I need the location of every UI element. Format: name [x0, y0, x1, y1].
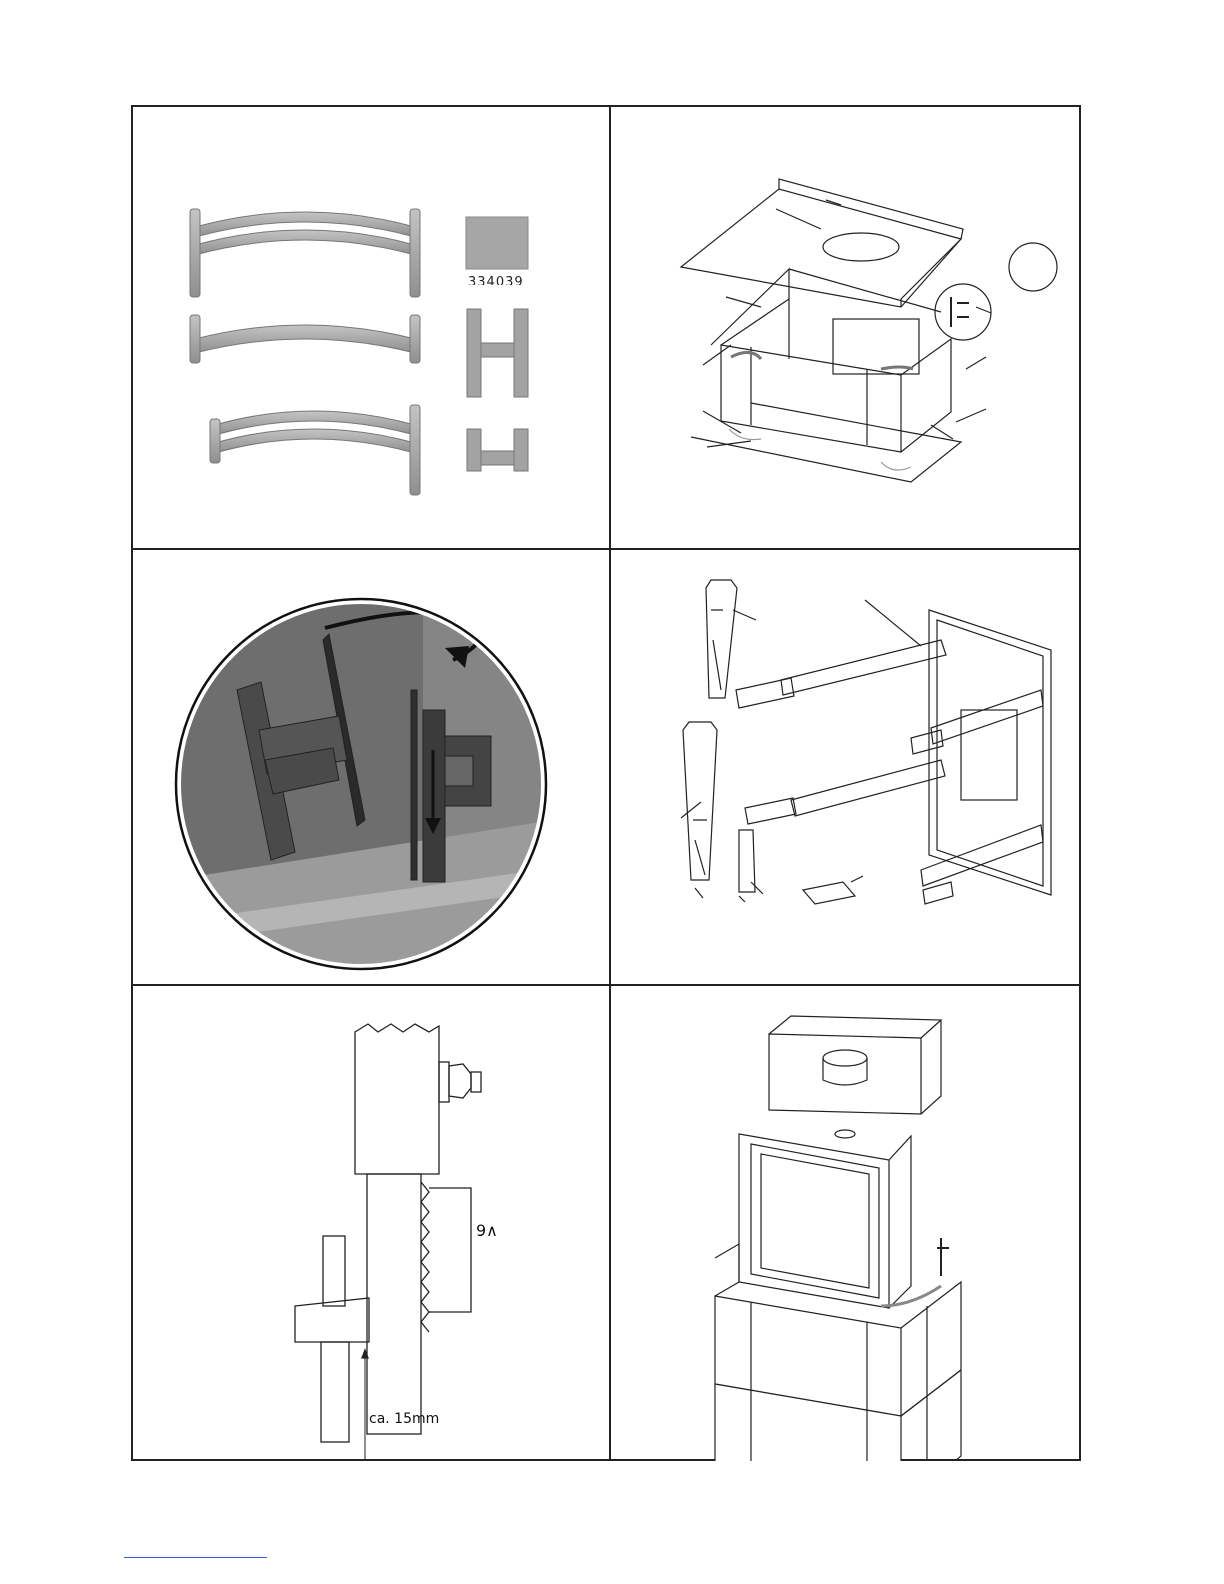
exploded-box-illustration: [611, 107, 1083, 548]
assembled-unit-illustration: [611, 986, 1083, 1461]
panel-adjustment-detail: 9∧ ca. 15mm: [133, 986, 609, 1461]
dimension-label-top: 9∧: [476, 1221, 498, 1240]
curved-bracket-1: [190, 209, 420, 297]
curved-bracket-2: [190, 315, 420, 363]
figure-grid: 334039: [131, 105, 1081, 1461]
panel-brackets: 334039: [133, 107, 609, 548]
spacer-plate: [466, 217, 528, 269]
dimension-label-clearance: ca. 15mm: [369, 1411, 439, 1427]
leg-assembly-illustration: [611, 550, 1083, 984]
panel-assembled-unit: [611, 986, 1083, 1461]
footer-link-underline: [124, 1557, 267, 1558]
brackets-illustration: [133, 107, 609, 548]
panel-exploded-box: [611, 107, 1083, 548]
adjustment-detail-illustration: [133, 986, 609, 1461]
h-clip: [467, 309, 528, 397]
panel-leg-assembly: [611, 550, 1083, 984]
panel-clip-detail: [133, 550, 609, 984]
part-number-label: 334039: [468, 275, 524, 285]
curved-bracket-3: [210, 405, 420, 495]
clip-detail-illustration: [133, 550, 609, 984]
u-clip: [467, 429, 528, 471]
